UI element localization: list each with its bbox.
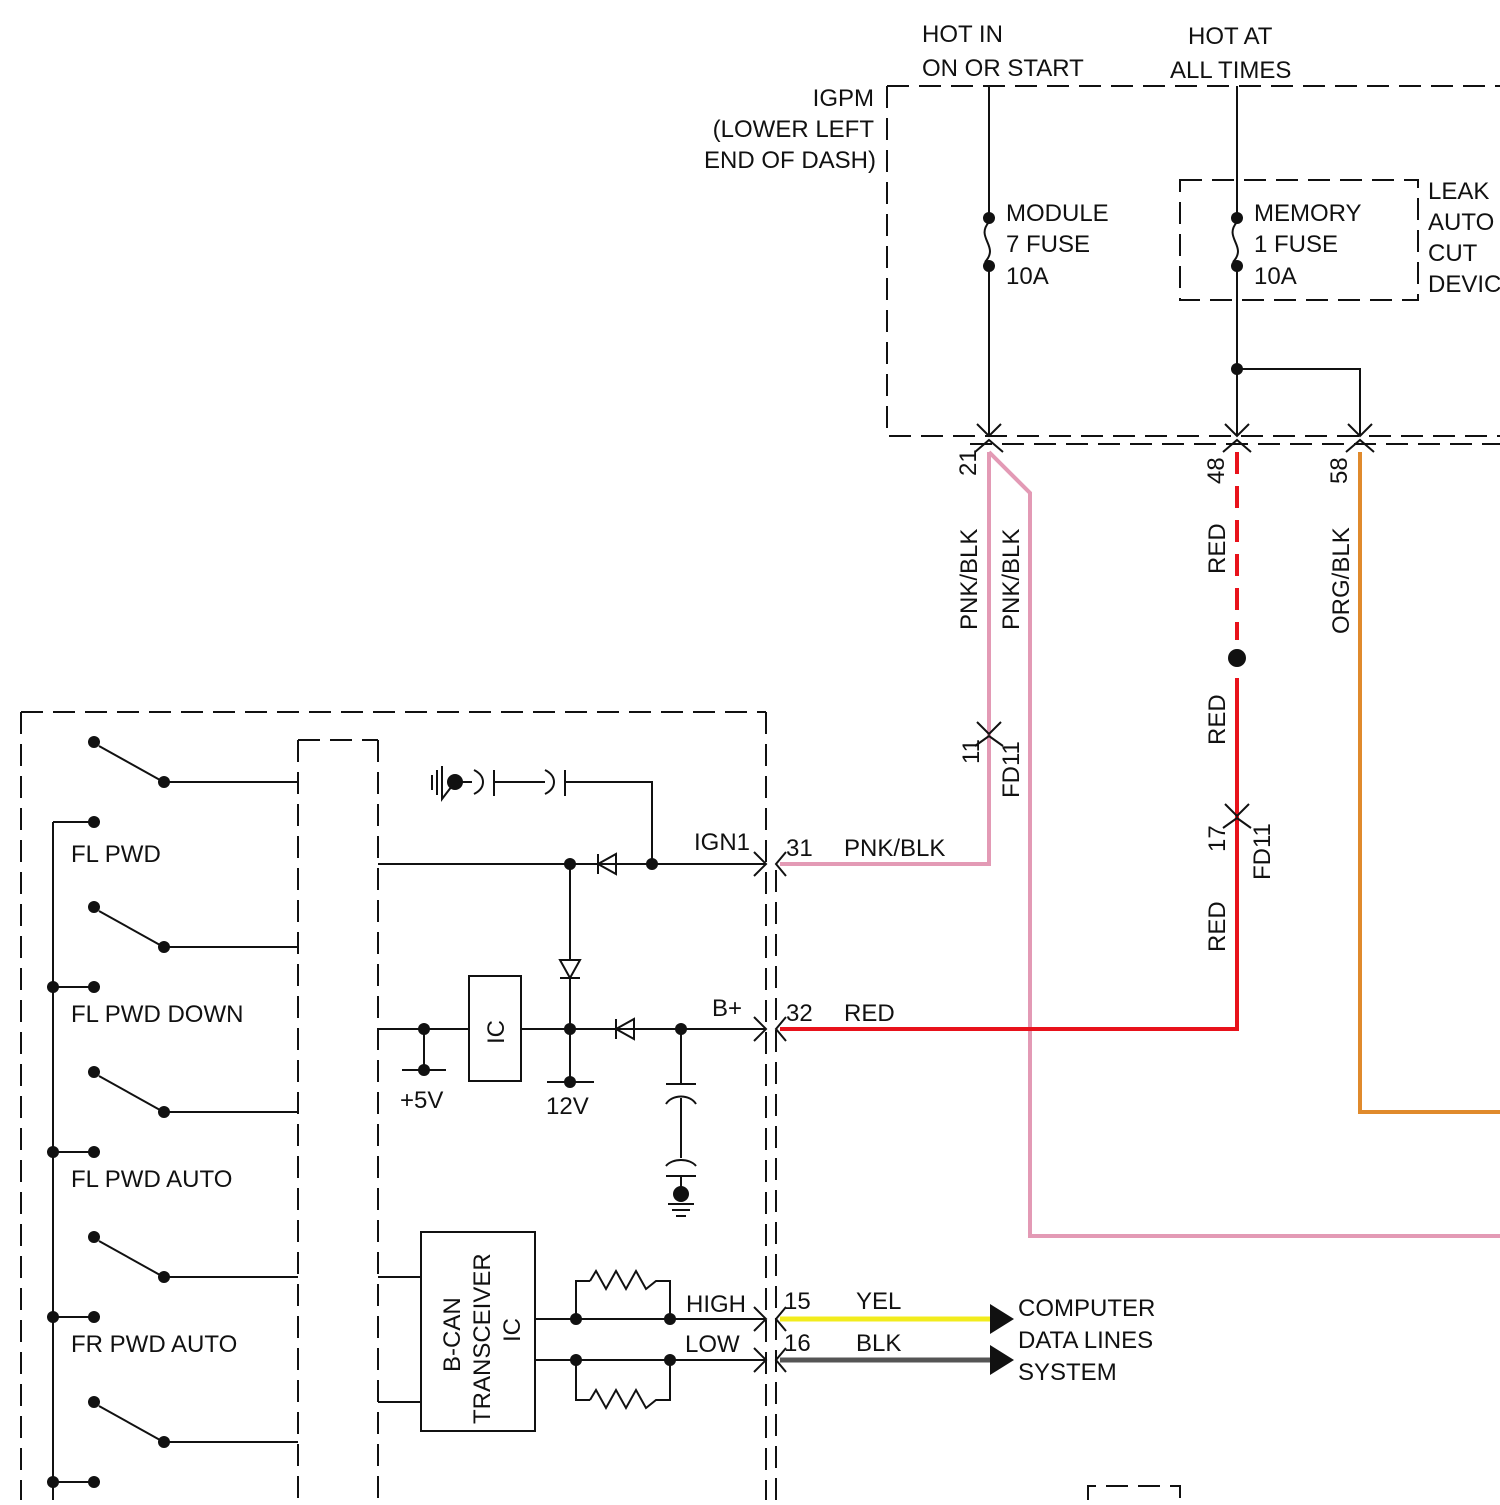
wire-label-org-blk: ORG/BLK <box>1328 527 1355 634</box>
v5-label: +5V <box>400 1087 443 1114</box>
switch-icon <box>99 746 160 780</box>
ground-capacitor-network <box>432 766 652 864</box>
igpm-label-1: IGPM <box>813 85 874 112</box>
switch-label-fl-pwd-auto: FL PWD AUTO <box>71 1166 232 1193</box>
pin-31: 31 <box>786 835 813 862</box>
high-label: HIGH <box>686 1291 746 1318</box>
fuse-module7-icon <box>985 222 990 262</box>
bcan-label-3: IC <box>499 1318 526 1342</box>
fuse-memory1-icon <box>1233 222 1238 262</box>
wire-label-red-b: RED <box>1204 694 1231 745</box>
ign1-label: IGN1 <box>694 829 750 856</box>
fd11-connector-pnk: 11 FD11 <box>958 722 1025 798</box>
pin-16: 16 <box>784 1330 811 1357</box>
hot-at-label-1: HOT AT <box>1188 23 1273 50</box>
switch-label-fl-pwd-down: FL PWD DOWN <box>71 1001 243 1028</box>
fd11-label-a: FD11 <box>998 741 1025 798</box>
bcan-label-2: TRANSCEIVER <box>469 1253 496 1424</box>
leak-device-label-1: LEAK <box>1428 178 1489 205</box>
wire-label-red-a: RED <box>1204 523 1231 574</box>
fd11-label-b: FD11 <box>1249 823 1276 880</box>
pin-15: 15 <box>784 1288 811 1315</box>
switch-icon <box>99 911 160 945</box>
wire-label-blk: BLK <box>856 1330 901 1357</box>
computer-data-lines-label-1: COMPUTER <box>1018 1295 1155 1322</box>
b-plus-label: B+ <box>712 995 742 1022</box>
wire-label-yel: YEL <box>856 1288 901 1315</box>
wire-label-red-c: RED <box>1204 901 1231 952</box>
pin-32: 32 <box>786 1000 813 1027</box>
diode-icon <box>560 960 580 978</box>
igpm-label-3: END OF DASH) <box>704 147 876 174</box>
fuse-module7-label-1: MODULE <box>1006 200 1109 227</box>
wire-label-red-d: RED <box>844 1000 895 1027</box>
red-wire-splice <box>1228 649 1246 667</box>
arrow-icon <box>990 1304 1014 1334</box>
switch-label-fl-pwd: FL PWD <box>71 841 161 868</box>
switch-label-fr-pwd-auto: FR PWD AUTO <box>71 1331 237 1358</box>
fuse-memory1-label-1: MEMORY <box>1254 200 1362 227</box>
fuse-memory1-label-2: 1 FUSE <box>1254 231 1338 258</box>
fuse-module7-label-3: 10A <box>1006 263 1049 290</box>
colored-wires <box>780 452 1500 1360</box>
igpm-box <box>887 86 1500 444</box>
hot-in-label-2: ON OR START <box>922 55 1084 82</box>
resistor-icon <box>590 1271 670 1319</box>
computer-data-lines-label-3: SYSTEM <box>1018 1359 1117 1386</box>
switch-icon <box>99 1076 160 1110</box>
wire-label-pnk-blk-b: PNK/BLK <box>998 529 1025 630</box>
pin-58: 58 <box>1326 457 1353 484</box>
computer-data-lines-label-2: DATA LINES <box>1018 1327 1153 1354</box>
fuse-memory1-label-3: 10A <box>1254 263 1297 290</box>
pin-21: 21 <box>955 449 982 476</box>
fd11-connector-red: 17 FD11 <box>1204 804 1276 880</box>
igpm-label-2: (LOWER LEFT <box>713 116 875 143</box>
arrow-icon <box>990 1345 1014 1375</box>
switches: FL PWD FL PWD DOWN FL PWD AUTO FR PWD AU… <box>47 736 298 1488</box>
leak-device-label-4: DEVIC <box>1428 271 1500 298</box>
resistor-icon <box>590 1360 670 1408</box>
fuse-module7-label-2: 7 FUSE <box>1006 231 1090 258</box>
leak-device-label-3: CUT <box>1428 240 1478 267</box>
switch-icon <box>99 1241 160 1275</box>
wire-pnk-blk-branch <box>989 452 1500 1236</box>
switch-icon <box>99 1406 160 1440</box>
wire-org-blk <box>1360 452 1500 1112</box>
ic-label: IC <box>483 1020 510 1044</box>
leak-device-label-2: AUTO <box>1428 209 1494 236</box>
hot-at-label-2: ALL TIMES <box>1170 57 1291 84</box>
bcan-label-1: B-CAN <box>439 1297 466 1372</box>
pin-48: 48 <box>1203 457 1230 484</box>
module-box <box>21 712 776 1500</box>
pin-11: 11 <box>958 739 985 764</box>
pin-17: 17 <box>1204 825 1231 852</box>
v12-label: 12V <box>546 1093 589 1120</box>
wire-label-pnk-blk-a: PNK/BLK <box>956 529 983 630</box>
low-label: LOW <box>685 1331 740 1358</box>
wire-label-pnk-blk-c: PNK/BLK <box>844 835 945 862</box>
capacitor-icon <box>545 770 554 794</box>
hot-in-label-1: HOT IN <box>922 21 1003 48</box>
wire-pnk-blk-ign <box>780 452 989 864</box>
